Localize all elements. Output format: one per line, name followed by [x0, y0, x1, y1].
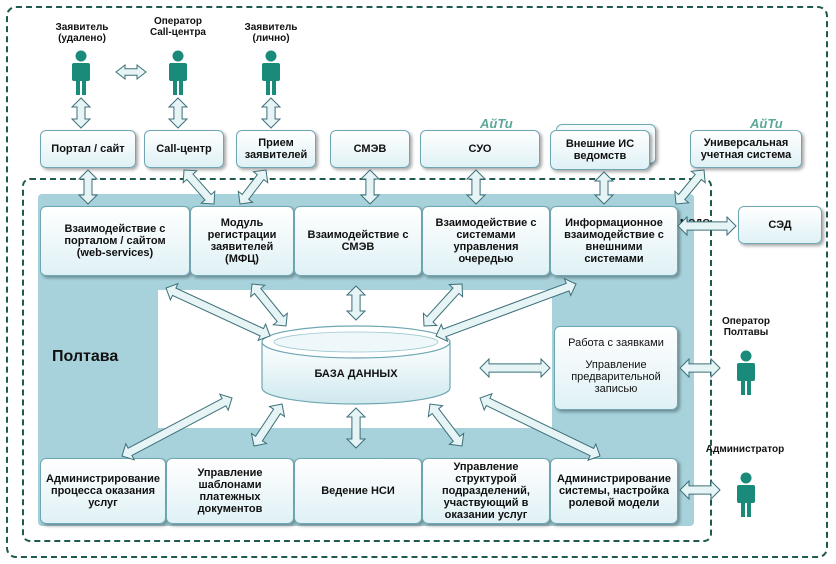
arrow-applicant-operator [115, 63, 147, 81]
arrow-db-payments [250, 403, 286, 447]
arrow-db-adminprocess [121, 393, 233, 461]
arrow-db-nsi [345, 407, 367, 449]
arrow-applicant-portal [70, 97, 92, 129]
applicant-remote-label: Заявитель (удалено) [55, 22, 109, 44]
arrow-db-sysadmin [479, 392, 601, 462]
arrow-universal-module [674, 169, 706, 205]
universal-account-box: Универсальная учетная система [690, 130, 802, 168]
queue-interaction-module: Взаимодействие с системами управления оч… [422, 206, 550, 276]
requests-work-label: Работа с заявками [568, 337, 664, 349]
arrow-queue-db [422, 283, 464, 327]
database-cylinder [261, 325, 451, 405]
arrow-module-sed [677, 215, 737, 237]
call-operator-icon [169, 50, 187, 95]
arrow-smev-module [359, 169, 381, 205]
portal-box: Портал / сайт [40, 130, 136, 168]
arrow-registration-db [250, 283, 288, 327]
portal-interaction-module: Взаимодействие с порталом / сайтом (web-… [40, 206, 190, 276]
operator-poltava-label: Оператор Полтавы [721, 316, 771, 338]
arrow-external-db [435, 277, 577, 343]
arrow-portal-db [165, 282, 271, 342]
arrow-suo-module [465, 169, 487, 205]
call-operator-label: Оператор Call-центра [150, 16, 206, 38]
arrow-callcenter-registration [182, 169, 216, 205]
administrator-icon [737, 472, 755, 517]
arrow-sysadmin-admin [679, 479, 721, 501]
arrow-reception-registration [237, 169, 269, 205]
arrow-applicant-reception [260, 97, 282, 129]
reception-box: Прием заявителей [236, 130, 316, 168]
applicant-personal-icon [262, 50, 280, 95]
arrow-portal-module [77, 169, 99, 205]
requests-panel: Работа с заявками Управление предварител… [554, 326, 678, 410]
outer-boundary [6, 6, 828, 558]
nsi-module: Ведение НСИ [294, 458, 422, 524]
applicant-remote-icon [72, 50, 90, 95]
arrow-db-requests [479, 357, 551, 379]
aiti-logo-suo: АйТи [480, 116, 513, 131]
registration-module: Модуль регистрации заявителей (МФЦ) [190, 206, 294, 276]
arrow-smev-db [345, 285, 367, 321]
suo-box: СУО [420, 130, 540, 168]
smev-interaction-module: Взаимодействие с СМЭВ [294, 206, 422, 276]
administrator-label: Администратор [705, 444, 785, 455]
admin-process-module: Администрирование процесса оказания услу… [40, 458, 166, 524]
sed-box: СЭД [738, 206, 822, 244]
arrow-panel-operator [679, 357, 721, 379]
payment-templates-module: Управление шаблонами платежных документо… [166, 458, 294, 524]
arrow-external-module [593, 171, 615, 205]
system-admin-module: Администрирование системы, настройка рол… [550, 458, 678, 524]
database-label: БАЗА ДАННЫХ [314, 368, 398, 380]
call-center-box: Call-центр [144, 130, 224, 168]
preregistration-label: Управление предварительной записью [571, 359, 661, 395]
arrow-db-structure [427, 403, 465, 447]
operator-poltava-icon [737, 350, 755, 395]
external-interaction-module: Информационное взаимодействие с внешними… [550, 206, 678, 276]
structure-mgmt-module: Управление структурой подразделений, уча… [422, 458, 550, 524]
connection-arrows [70, 63, 737, 501]
aiti-logo-universal: АйТи [750, 116, 783, 131]
smev-box: СМЭВ [330, 130, 410, 168]
region-label: Полтава [52, 348, 119, 365]
applicant-personal-label: Заявитель (лично) [244, 22, 298, 44]
arrow-operator-callcenter [167, 97, 189, 129]
external-is-box: Внешние ИС ведомств [550, 130, 650, 170]
